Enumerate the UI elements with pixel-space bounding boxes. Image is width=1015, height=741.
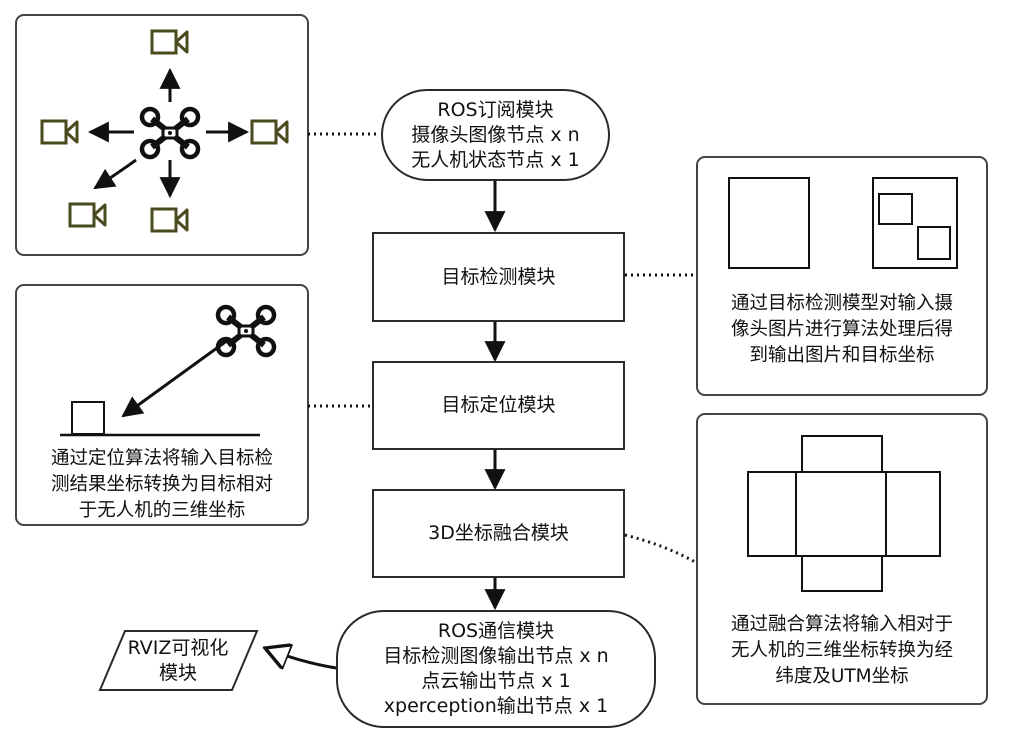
fusion-label: 3D坐标融合模块 [428, 522, 569, 544]
arrow-down-left [93, 158, 137, 190]
localization-arrow [121, 338, 229, 418]
ros-comm-line: xperception输出节点 x 1 [383, 695, 609, 717]
note-line: 通过融合算法将输入相对于 [730, 614, 953, 635]
bbox-1 [878, 193, 913, 225]
localization-node: 目标定位模块 [372, 361, 625, 450]
rviz-shape [98, 630, 259, 691]
detection-note: 通过目标检测模型对输入摄 像头图片进行算法处理后得 到输出图片和目标坐标 [704, 291, 980, 369]
fusion-top-block [801, 435, 883, 473]
note-line: 无人机的三维坐标转换为经 [730, 640, 953, 661]
fusion-note: 通过融合算法将输入相对于 无人机的三维坐标转换为经 纬度及UTM坐标 [704, 612, 980, 690]
rviz-arrow [265, 648, 337, 668]
detection-label: 目标检测模块 [441, 265, 556, 288]
target-box [71, 401, 105, 435]
note-line: 通过目标检测模型对输入摄 [730, 293, 953, 314]
input-image-frame [728, 177, 810, 269]
ros-subscribe-title: ROS订阅模块 [437, 98, 554, 121]
ros-subscribe-line: 摄像头图像节点 x n [411, 123, 580, 146]
ros-comm-line: 点云输出节点 x 1 [421, 670, 571, 692]
note-line: 通过定位算法将输入目标检 [50, 448, 273, 469]
fusion-node: 3D坐标融合模块 [372, 489, 625, 578]
note-line: 像头图片进行算法处理后得 [730, 319, 953, 340]
note-line: 测结果坐标转换为目标相对 [50, 474, 273, 495]
ros-comm-node: ROS通信模块 目标检测图像输出节点 x n 点云输出节点 x 1 xperce… [336, 610, 656, 728]
bbox-2 [917, 226, 951, 260]
ros-comm-title: ROS通信模块 [437, 620, 555, 642]
rviz-node: RVIZ可视化 模块 [108, 633, 248, 689]
rviz-line: 模块 [158, 662, 197, 684]
fusion-center-block [795, 471, 887, 557]
ros-comm-line: 目标检测图像输出节点 x n [383, 645, 609, 667]
rviz-line: RVIZ可视化 [127, 637, 229, 659]
ros-subscribe-line: 无人机状态节点 x 1 [411, 148, 580, 171]
note-line: 纬度及UTM坐标 [775, 666, 909, 687]
localization-label: 目标定位模块 [441, 394, 556, 416]
fusion-right-block [885, 471, 941, 557]
note-line: 于无人机的三维坐标 [78, 500, 246, 521]
ros-subscribe-node: ROS订阅模块 摄像头图像节点 x n 无人机状态节点 x 1 [381, 89, 610, 181]
dotted-connector [624, 533, 698, 565]
fusion-left-block [747, 471, 799, 557]
fusion-bottom-block [801, 555, 883, 592]
detection-node: 目标检测模块 [372, 232, 625, 322]
note-line: 到输出图片和目标坐标 [749, 345, 935, 366]
localization-note: 通过定位算法将输入目标检 测结果坐标转换为目标相对 于无人机的三维坐标 [22, 446, 302, 524]
